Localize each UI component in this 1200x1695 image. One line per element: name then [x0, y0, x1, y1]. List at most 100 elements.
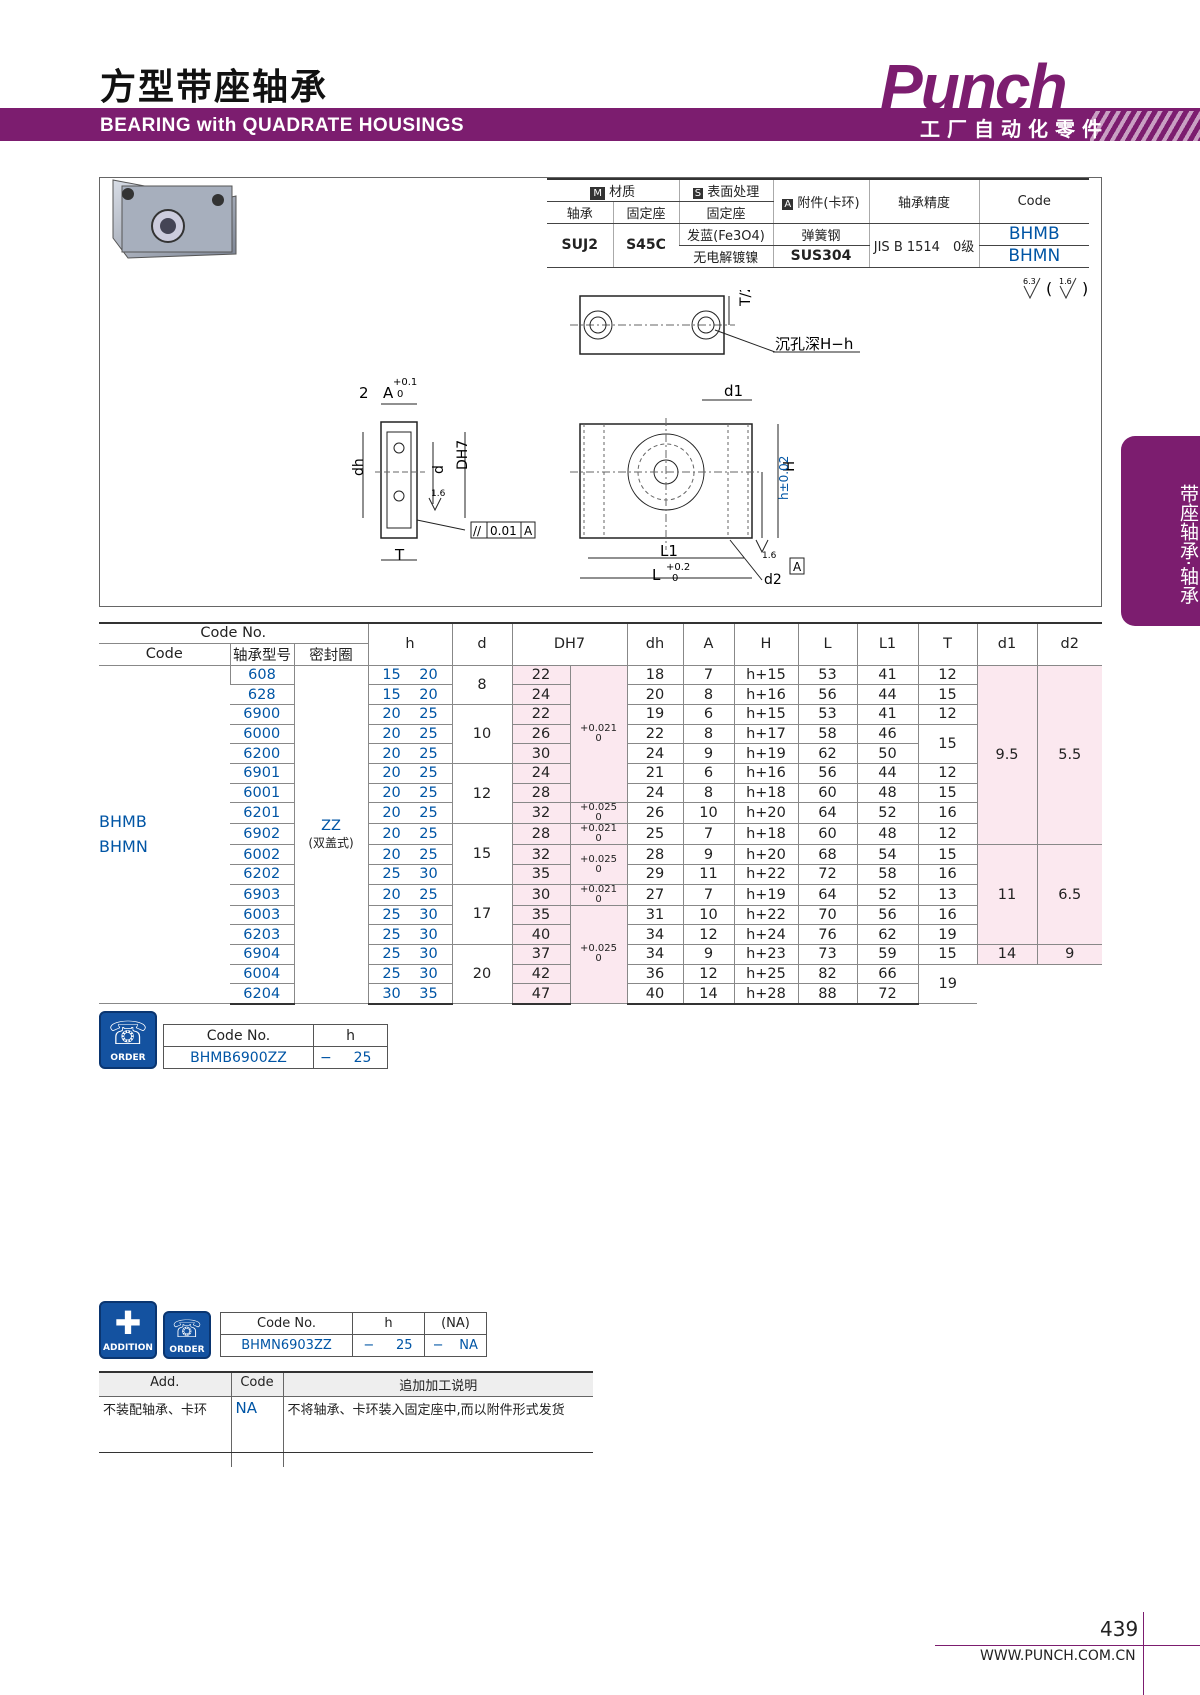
housing-head: 固定座 [612, 201, 679, 224]
tol-lower: 0 [595, 812, 602, 824]
l1-value: 54 [856, 844, 918, 865]
header-l1: L1 [856, 622, 918, 666]
bearing-material: SUJ2 [547, 223, 613, 268]
code-bhmb-row: BHMB [99, 812, 147, 832]
product-photo [112, 179, 237, 259]
h-max: 25 [419, 765, 438, 782]
a-value: 9 [682, 944, 734, 965]
page-number: 439 [1100, 1617, 1139, 1641]
tol-upper: +0.025 [579, 853, 617, 865]
housing-h-value: h+17 [733, 724, 798, 745]
h-min: 20 [382, 765, 401, 782]
bearing-type: 6903 [230, 884, 294, 906]
parallel-value: 0.01 [490, 524, 517, 538]
side-tab[interactable]: 带座轴承·轴承 [1121, 436, 1200, 626]
t-value: 15 [917, 944, 977, 965]
h-max: 25 [419, 745, 438, 762]
dh-value: 24 [626, 783, 683, 804]
bearing-type: 608 [229, 665, 294, 686]
header-l: L [797, 622, 857, 666]
l1-value: 72 [856, 983, 918, 1005]
dh7-value: 35 [511, 864, 570, 885]
bearing-type: 6203 [230, 924, 294, 946]
h-cell: 25 30 [367, 905, 452, 926]
label-h-cap: H [780, 461, 798, 472]
h-min: 15 [382, 686, 401, 703]
a-value: 14 [682, 983, 734, 1005]
footer-vline [1143, 1612, 1144, 1695]
order-icon-2: ☏ORDER [163, 1311, 211, 1359]
add-table-bottom [99, 1452, 593, 1453]
h-max: 25 [419, 706, 438, 723]
footer-url[interactable]: WWW.PUNCH.COM.CN [980, 1648, 1136, 1664]
h-min: 20 [382, 805, 401, 822]
h-cell: 15 20 [367, 684, 452, 705]
t-value: 12 [917, 823, 977, 846]
order2-h-head: h [352, 1312, 425, 1335]
d-value: 12 [451, 763, 512, 825]
header-code: Code [99, 643, 230, 666]
h-max: 25 [419, 725, 438, 742]
housing-h-value: h+16 [733, 763, 798, 784]
dh-value: 31 [626, 905, 683, 926]
h-max: 30 [419, 866, 438, 883]
l1-value: 41 [856, 704, 918, 725]
label-l-tol0: 0 [672, 573, 678, 584]
tol-upper: +0.021 [579, 883, 617, 895]
h-max: 20 [419, 686, 438, 703]
label-h: h±0.02 [777, 456, 791, 500]
h-min: 20 [382, 826, 401, 843]
add-desc-head: 追加加工说明 [282, 1371, 593, 1397]
t-value: 15 [917, 783, 977, 804]
surface-2: 无电解镀镍 [679, 245, 773, 268]
h-cell: 25 30 [367, 864, 452, 885]
h-max: 25 [419, 886, 438, 903]
l-value: 56 [797, 763, 857, 784]
label-a: A [383, 384, 394, 402]
l-value: 72 [797, 864, 857, 885]
header-d: d [451, 622, 512, 666]
label-l: L [652, 566, 661, 584]
order2-dash2: − [424, 1334, 452, 1357]
h-cell: 30 35 [367, 983, 452, 1005]
h-cell: 20 25 [367, 704, 452, 725]
a-value: 8 [682, 684, 734, 705]
dh-value: 21 [626, 763, 683, 784]
bearing-type: 6202 [230, 864, 294, 885]
a-value: 12 [682, 924, 734, 946]
footer-hline [935, 1645, 1200, 1646]
bearing-type: 628 [230, 684, 294, 705]
header-d1: d1 [976, 622, 1037, 666]
order-example: Code No.h BHMB6900ZZ−25 [163, 1024, 389, 1069]
h-cell: 25 30 [367, 964, 452, 985]
label-a-tol: +0.1 [393, 377, 417, 388]
dh-value: 24 [626, 743, 683, 764]
d2-value: 6.5 [1036, 844, 1102, 946]
order-code-head: Code No. [163, 1024, 314, 1047]
d1-value: 11 [976, 844, 1037, 946]
side-view-drawing: 2 A +0.1 0 dh d DH7 1.6 T // 0.01 A [351, 377, 536, 564]
d1-value: 9.5 [976, 665, 1037, 846]
h-cell: 20 25 [367, 783, 452, 804]
a-value: 10 [682, 905, 734, 926]
order-code: BHMB6900ZZ [163, 1046, 314, 1069]
housing-h-value: h+16 [733, 684, 798, 705]
dh-value: 22 [626, 724, 683, 745]
a-value: 8 [682, 783, 734, 804]
a-value: 11 [682, 864, 734, 885]
tol-lower: 0 [595, 953, 602, 965]
label-t2: T/2 [738, 290, 754, 307]
dh-value: 25 [626, 823, 683, 846]
d2-value: 5.5 [1036, 665, 1102, 846]
l1-value: 44 [856, 763, 918, 784]
code-bhmb: BHMB [978, 223, 1089, 246]
order-h: 25 [337, 1046, 389, 1069]
l1-value: 52 [856, 884, 918, 906]
bearing-type: 6204 [230, 983, 294, 1005]
